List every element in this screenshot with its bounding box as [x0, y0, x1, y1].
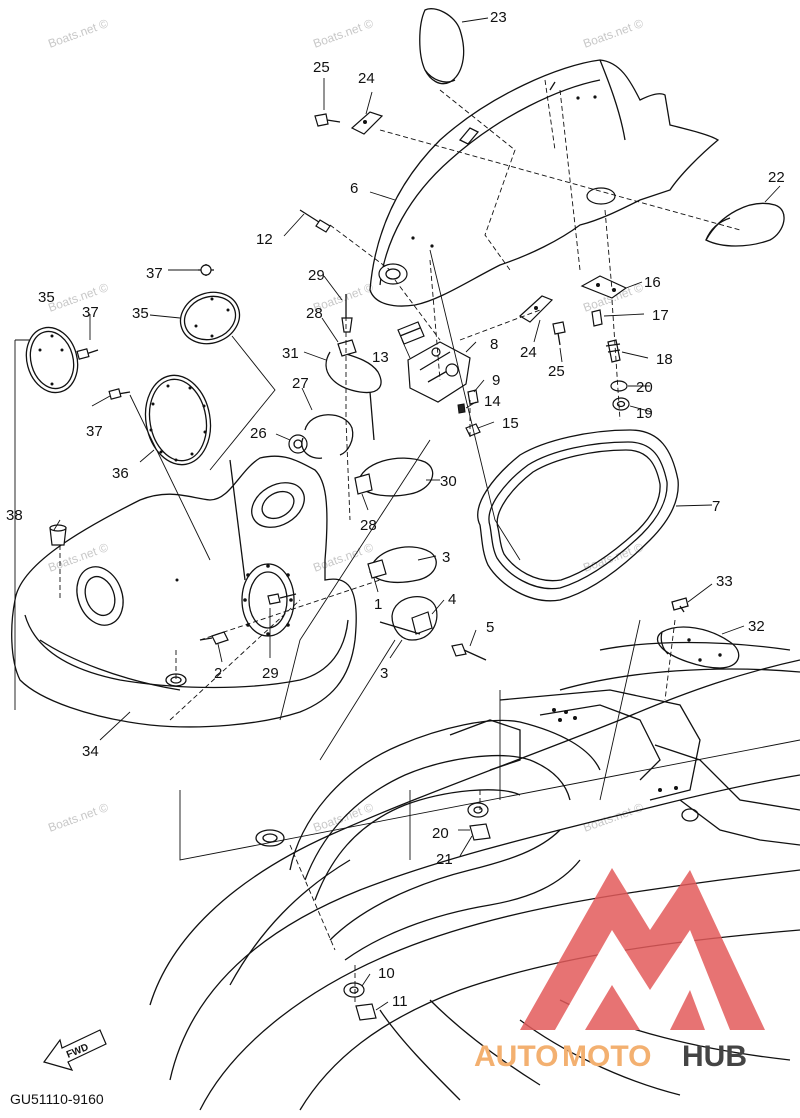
callout-11: 11 — [392, 993, 408, 1010]
watermark-text: Boats.net © — [311, 540, 375, 575]
hull-illustration — [149, 641, 800, 1111]
callout-5: 5 — [486, 619, 494, 636]
callout-24: 24 — [358, 70, 375, 87]
watermark-text: Boats.net © — [581, 16, 645, 51]
frame-lines — [14, 249, 800, 861]
callout-20: 20 — [432, 825, 449, 842]
callout-4: 4 — [448, 591, 456, 608]
callout-2: 2 — [214, 665, 222, 682]
watermark-text: Boats.net © — [311, 16, 375, 51]
callout-34: 34 — [82, 743, 99, 760]
callout-17: 17 — [652, 307, 669, 324]
callout-24: 24 — [520, 344, 537, 361]
watermark-text: Boats.net © — [581, 800, 645, 835]
callout-28: 28 — [306, 305, 323, 322]
small-parts — [49, 111, 630, 1021]
callout-19: 19 — [636, 405, 653, 422]
callout-25: 25 — [313, 59, 330, 76]
watermark-text: Boats.net © — [46, 800, 110, 835]
callout-8: 8 — [490, 336, 498, 353]
callout-labels: 23 24 25 6 22 12 37 29 16 35 37 35 28 17… — [6, 9, 785, 1010]
callout-37: 37 — [86, 423, 103, 440]
callout-38: 38 — [6, 507, 23, 524]
watermark-text: Boats.net © — [46, 16, 110, 51]
hatch-lid-part-32 — [656, 597, 740, 669]
callout-18: 18 — [656, 351, 673, 368]
logo-text-auto: AUTO — [474, 1040, 558, 1073]
diagram-code: GU51110-9160 — [10, 1091, 104, 1107]
cap-part-22 — [705, 202, 785, 247]
callout-32: 32 — [748, 618, 765, 635]
callout-28: 28 — [360, 517, 377, 534]
callout-33: 33 — [716, 573, 733, 590]
callout-7: 7 — [712, 498, 720, 515]
automotohub-logo: AUTO MOTO HUB — [474, 868, 765, 1073]
callout-6: 6 — [350, 180, 358, 197]
callout-30: 30 — [440, 473, 457, 490]
callout-35: 35 — [38, 289, 55, 306]
covers-part-35-36 — [25, 291, 241, 466]
callout-37: 37 — [146, 265, 163, 282]
callout-16: 16 — [644, 274, 661, 291]
callout-leaders — [53, 17, 781, 1011]
storage-bin-part-34 — [11, 455, 357, 728]
callout-12: 12 — [256, 231, 273, 248]
forward-arrow-icon: FWD — [43, 1029, 107, 1071]
callout-35: 35 — [132, 305, 149, 322]
callout-21: 21 — [436, 851, 453, 868]
rear-cover-part-6 — [369, 59, 720, 307]
callout-27: 27 — [292, 375, 309, 392]
callout-3: 3 — [442, 549, 450, 566]
callout-23: 23 — [490, 9, 507, 26]
callout-37: 37 — [82, 304, 99, 321]
callout-20: 20 — [636, 379, 653, 396]
callout-9: 9 — [492, 372, 500, 389]
watermark-text: Boats.net © — [46, 280, 110, 315]
cap-part-23 — [419, 8, 465, 85]
callout-1: 1 — [374, 596, 382, 613]
callout-22: 22 — [768, 169, 785, 186]
callout-13: 13 — [372, 349, 389, 366]
logo-text-hub: HUB — [682, 1040, 747, 1073]
callout-25: 25 — [548, 363, 565, 380]
callout-26: 26 — [250, 425, 267, 442]
watermark-text: Boats.net © — [581, 540, 645, 575]
callout-14: 14 — [484, 393, 501, 410]
callout-3: 3 — [380, 665, 388, 682]
callout-10: 10 — [378, 965, 395, 982]
logo-text-moto: MOTO — [562, 1040, 651, 1073]
callout-29: 29 — [262, 665, 279, 682]
callout-15: 15 — [502, 415, 519, 432]
dashed-guides — [59, 79, 741, 1005]
seal-part-7 — [477, 429, 679, 602]
callout-36: 36 — [112, 465, 129, 482]
callout-31: 31 — [282, 345, 299, 362]
callout-29: 29 — [308, 267, 325, 284]
